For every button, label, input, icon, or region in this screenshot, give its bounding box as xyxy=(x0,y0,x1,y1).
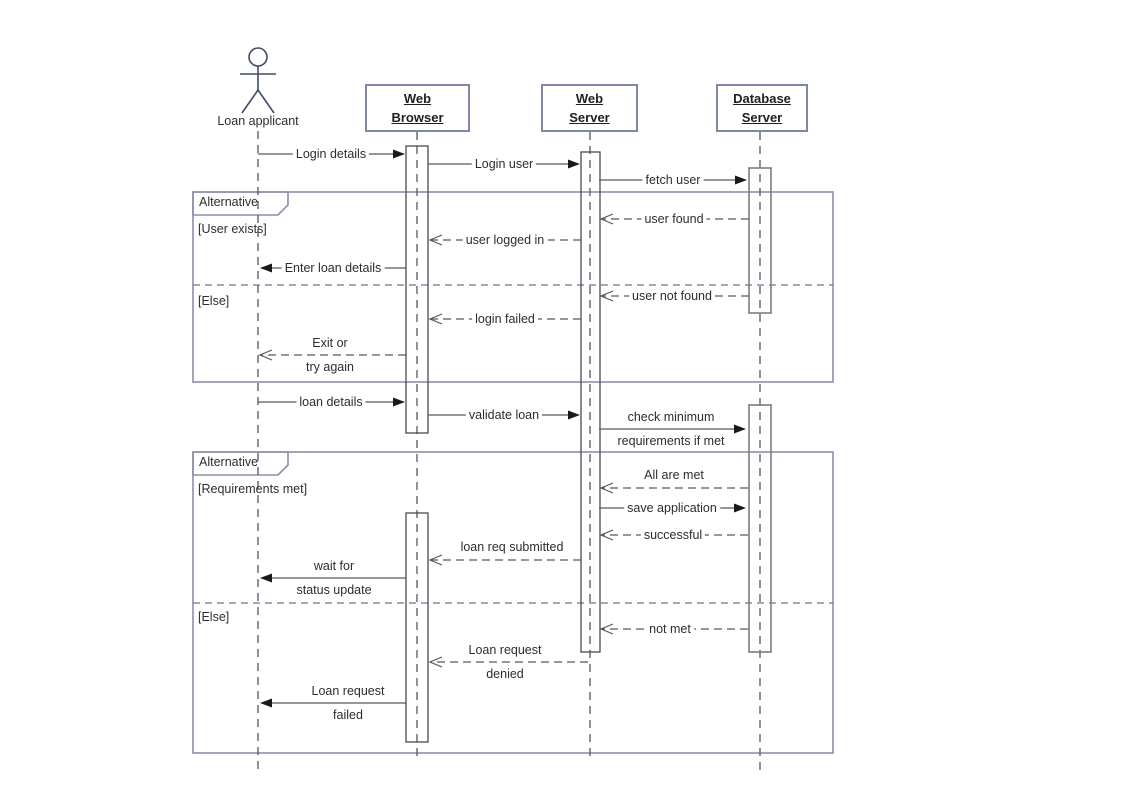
actor-figure xyxy=(240,47,276,114)
activation-bar-web-browser xyxy=(405,145,429,434)
arrowhead-open xyxy=(428,313,443,325)
activation-bar-web-browser xyxy=(405,512,429,743)
alt-frame-label-pentagon xyxy=(192,191,289,216)
arrowhead-open xyxy=(599,213,614,225)
arrowhead-filled xyxy=(734,424,746,434)
arrowhead-open xyxy=(428,656,443,668)
arrowhead-open xyxy=(599,529,614,541)
arrowhead-open xyxy=(599,290,614,302)
arrowhead-filled xyxy=(568,159,580,169)
arrowhead-filled xyxy=(260,263,272,273)
arrowhead-filled xyxy=(393,149,405,159)
arrowhead-filled xyxy=(260,573,272,583)
alt-frame-label-pentagon xyxy=(192,451,289,476)
arrowhead-open xyxy=(258,349,273,361)
arrowhead-open xyxy=(428,234,443,246)
arrowhead-filled xyxy=(393,397,405,407)
arrowhead-open xyxy=(599,482,614,494)
arrowhead-filled xyxy=(568,410,580,420)
arrowhead-filled xyxy=(734,503,746,513)
activation-bar-web-server xyxy=(580,151,601,653)
alt-frame-1 xyxy=(192,191,834,383)
arrowhead-open xyxy=(428,554,443,566)
arrowhead-filled xyxy=(735,175,747,185)
activation-bar-database-server xyxy=(748,167,772,314)
arrowhead-open xyxy=(599,623,614,635)
activation-bar-database-server xyxy=(748,404,772,653)
arrowhead-filled xyxy=(260,698,272,708)
